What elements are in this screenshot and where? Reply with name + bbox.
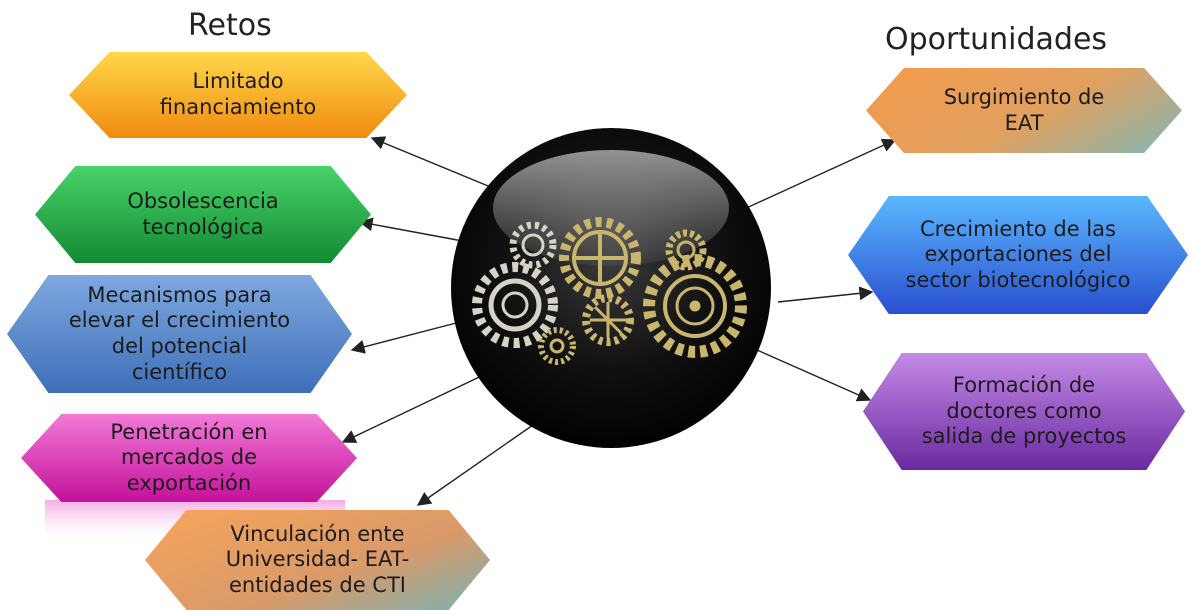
reto-obsolescencia-label: Obsolescencia tecnológica (127, 188, 279, 239)
arrow-to-formacion (756, 349, 872, 402)
oportunidad-formacion-label: Formación de doctores como salida de pro… (921, 373, 1127, 449)
reto-vinculacion: Vinculación ente Universidad- EAT- entid… (145, 510, 490, 610)
arrow-to-limitado (370, 136, 511, 196)
oportunidad-crecimiento-exportaciones: Crecimiento de las exportaciones del sec… (848, 196, 1188, 314)
oportunidad-surgimiento-eat: Surgimiento de EAT (866, 68, 1182, 153)
oportunidad-surgimiento-label: Surgimiento de EAT (943, 84, 1105, 135)
reto-penetracion-mercados: Penetración en mercados de exportación (21, 414, 357, 502)
reto-vinculacion-label: Vinculación ente Universidad- EAT- entid… (225, 521, 410, 597)
arrow-to-crecimiento (777, 286, 874, 303)
arrow-to-penetracion (341, 369, 495, 443)
arrow-to-surgimiento (741, 138, 897, 211)
oportunidad-crecimiento-label: Crecimiento de las exportaciones del sec… (905, 216, 1131, 292)
heading-oportunidades: Oportunidades (885, 22, 1108, 57)
arrow-to-mecanismos (350, 321, 461, 354)
heading-retos: Retos (188, 8, 272, 43)
reto-mecanismos: Mecanismos para elevar el crecimiento de… (7, 275, 352, 393)
reto-limitado-financiamiento: Limitado financiamiento (69, 52, 407, 138)
reto-penetracion-label: Penetración en mercados de exportación (110, 419, 268, 495)
reto-obsolescencia-tecnologica: Obsolescencia tecnológica (35, 166, 371, 263)
oportunidad-formacion-doctores: Formación de doctores como salida de pro… (863, 353, 1185, 470)
reto-mecanismos-label: Mecanismos para elevar el crecimiento de… (68, 282, 291, 384)
reto-limitado-label: Limitado financiamiento (159, 69, 317, 119)
gears-icon (451, 128, 771, 448)
arrow-to-obsolescencia (358, 217, 469, 243)
